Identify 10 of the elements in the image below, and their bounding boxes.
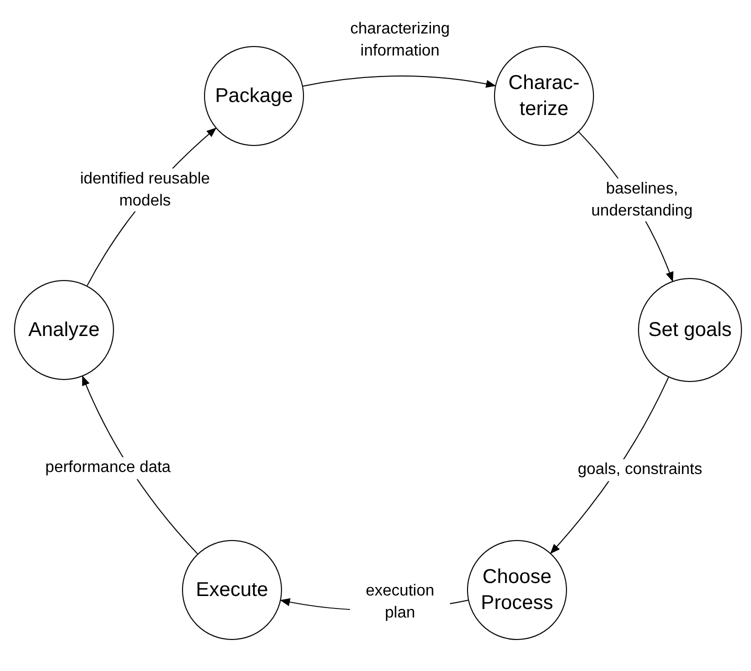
arrow bbox=[550, 376, 669, 554]
node-label: Execute bbox=[196, 578, 268, 603]
arrow bbox=[302, 76, 496, 88]
arrow bbox=[82, 376, 198, 554]
node-label: Package bbox=[215, 84, 293, 109]
edge-label: performance data bbox=[43, 457, 173, 479]
node-label: Choose Process bbox=[480, 565, 554, 616]
node-label: Charac- terize bbox=[508, 71, 580, 122]
node-label: Set goals bbox=[648, 318, 732, 343]
node-label: Analyze bbox=[28, 318, 100, 343]
